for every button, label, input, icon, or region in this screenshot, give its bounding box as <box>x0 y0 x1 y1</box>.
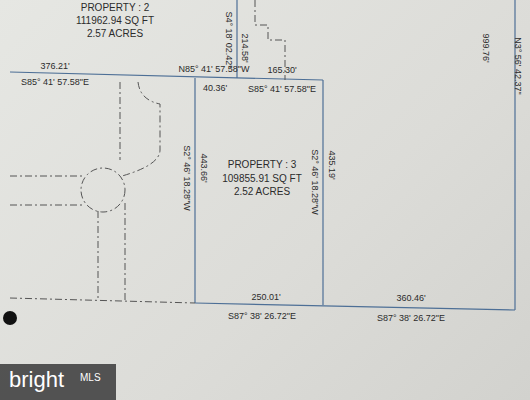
property-lot: PROPERTY : 3109855.91 SQ FT2.52 ACRES <box>195 80 323 303</box>
bearing-dimension: S2° 46' 18.28"W <box>310 148 320 216</box>
punch-hole <box>3 311 17 325</box>
bearing-dimension: S2° 46' 18.28"W <box>182 144 192 212</box>
bearing-dimension: N3° 56' 42.37" <box>513 36 523 96</box>
bearing-dimension: S4° 18' 02.42" <box>224 10 234 69</box>
road-edge <box>120 82 121 160</box>
bearing-dimension: 214.58' <box>240 32 250 63</box>
boundary-line <box>322 80 323 305</box>
dimension: S85° 41' 57.58"E <box>20 77 90 87</box>
dimension: 165.30' <box>266 65 297 75</box>
lot-label: 2.57 ACRES <box>87 27 143 40</box>
dimension: 376.21' <box>39 61 70 71</box>
dimension: N85° 41' 57.58"W <box>177 64 250 74</box>
dimension: S85° 41' 57.58"E <box>247 84 317 94</box>
lot-label: PROPERTY : 3 <box>228 158 297 171</box>
lot-label: 111962.94 SQ FT <box>76 14 154 27</box>
boundary-line <box>195 303 515 310</box>
bearing-dimension: 435.19' <box>327 149 337 180</box>
road-edge <box>122 82 160 176</box>
watermark: MLS <box>80 372 101 384</box>
road-edge <box>98 211 99 298</box>
boundary-line <box>194 78 195 303</box>
road-edge <box>10 176 82 177</box>
lot-label: 2.52 ACRES <box>234 185 290 198</box>
dimension: S87° 38' 26.72"E <box>376 313 446 323</box>
road-edge <box>125 203 126 300</box>
dimension: 40.36' <box>202 83 228 93</box>
dimension: 250.01' <box>250 292 281 302</box>
dimension: 360.46' <box>395 293 426 303</box>
property-lot: PROPERTY : 2111962.94 SQ FT2.57 ACRES <box>10 0 210 60</box>
dimension: S87° 38' 26.72"E <box>227 311 297 321</box>
lot-label: PROPERTY : 2 <box>81 1 150 14</box>
cul-de-sac <box>81 168 125 212</box>
bearing-dimension: 999.76' <box>481 32 491 63</box>
lot-label: 109855.91 SQ FT <box>222 172 302 185</box>
road-edge <box>10 298 195 303</box>
watermark-ground <box>0 364 116 400</box>
bearing-dimension: 443.66' <box>199 152 209 183</box>
road-edge <box>10 205 82 206</box>
watermark: bright <box>9 367 64 393</box>
